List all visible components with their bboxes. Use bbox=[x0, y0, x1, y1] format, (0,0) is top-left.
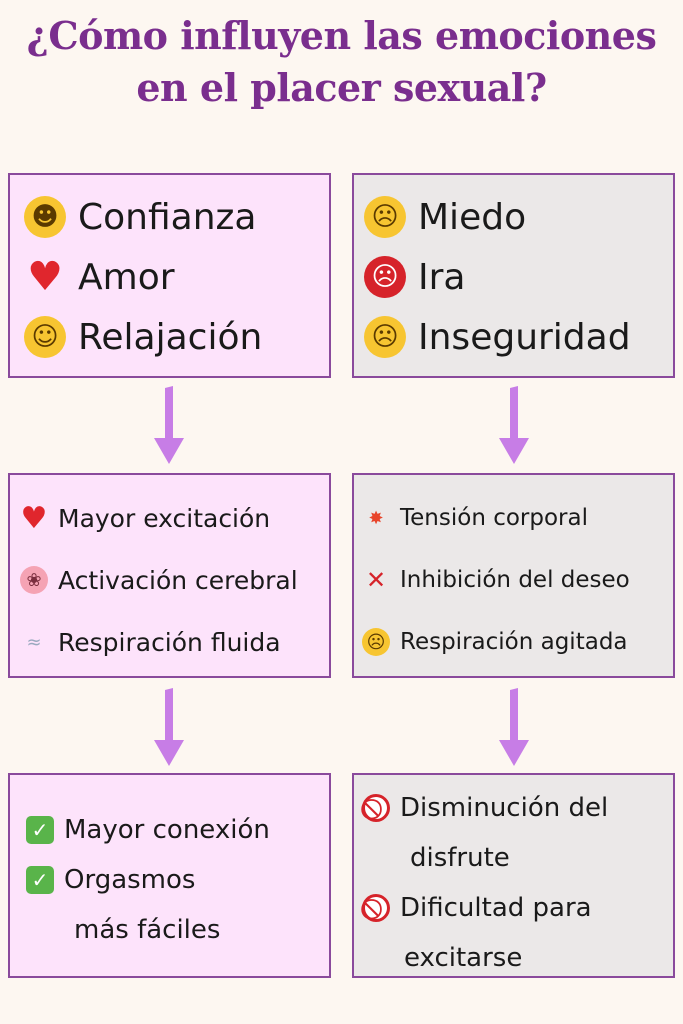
collision-icon: ✸ bbox=[368, 507, 384, 529]
red-heart-icon: ♥ bbox=[27, 254, 63, 300]
result-label-continued: excitarse bbox=[404, 943, 523, 973]
smiling-blushing-face-icon: ☺ bbox=[24, 316, 66, 358]
effect-label: Tensión corporal bbox=[400, 505, 588, 531]
heart-with-ribbon-icon: ♥ bbox=[20, 500, 48, 536]
check-mark-button-icon: ✓ bbox=[26, 866, 54, 894]
result-label: Mayor conexión bbox=[64, 815, 270, 845]
emotion-row-ira: ☹ Ira bbox=[364, 247, 673, 307]
result-label: Dificultad para bbox=[400, 893, 592, 923]
result-label: Orgasmos bbox=[64, 865, 196, 895]
emotion-label: Confianza bbox=[78, 196, 257, 238]
effect-label: Mayor excitación bbox=[58, 503, 271, 533]
result-label-continued: más fáciles bbox=[74, 915, 221, 945]
worried-face-icon: ☹ bbox=[364, 316, 406, 358]
emotion-row-relajacion: ☺ Relajación bbox=[24, 307, 329, 367]
emotion-label: Inseguridad bbox=[418, 316, 631, 358]
effect-row: ✸ Tensión corporal bbox=[362, 487, 673, 549]
title-line-1: ¿Cómo influyen las emociones bbox=[26, 13, 657, 58]
emotion-row-miedo: ☹ Miedo bbox=[364, 187, 673, 247]
title-line-2: en el placer sexual? bbox=[136, 65, 547, 110]
emotion-label: Ira bbox=[418, 256, 466, 298]
negative-emotions-box: ☹ Miedo ☹ Ira ☹ Inseguridad bbox=[352, 173, 675, 378]
prohibited-icon: ⃠ bbox=[362, 894, 390, 922]
down-arrow-icon bbox=[499, 688, 529, 766]
effect-label: Activación cerebral bbox=[58, 565, 298, 595]
effect-label: Inhibición del deseo bbox=[400, 567, 630, 593]
negative-results-box: ⃠ Disminución del disfrute ⃠ Dificultad … bbox=[352, 773, 675, 978]
result-row: ✓ Mayor conexión bbox=[26, 805, 329, 855]
positive-results-box: ✓ Mayor conexión ✓ Orgasmos más fáciles bbox=[8, 773, 331, 978]
result-label-continued: disfrute bbox=[410, 843, 510, 873]
check-mark-button-icon: ✓ bbox=[26, 816, 54, 844]
angry-face-icon: ☹ bbox=[364, 256, 406, 298]
positive-effects-box: ♥ Mayor excitación ❀ Activación cerebral… bbox=[8, 473, 331, 678]
negative-effects-box: ✸ Tensión corporal ✕ Inhibición del dese… bbox=[352, 473, 675, 678]
effect-label: Respiración agitada bbox=[400, 629, 628, 655]
cross-mark-icon: ✕ bbox=[365, 566, 387, 594]
brain-icon: ❀ bbox=[20, 566, 48, 594]
result-row: ⃠ Disminución del bbox=[362, 783, 673, 833]
effect-label: Respiración fluida bbox=[58, 627, 281, 657]
effect-row: ✕ Inhibición del deseo bbox=[362, 549, 673, 611]
effect-row: ❀ Activación cerebral bbox=[20, 549, 329, 611]
emotion-label: Relajación bbox=[78, 316, 263, 358]
emotion-label: Amor bbox=[78, 256, 175, 298]
effect-row: ≈ Respiración fluida bbox=[20, 611, 329, 673]
result-row: ⃠ Dificultad para bbox=[362, 883, 673, 933]
emotion-row-inseguridad: ☹ Inseguridad bbox=[364, 307, 673, 367]
wind-puff-icon: ≈ bbox=[26, 631, 42, 653]
down-arrow-icon bbox=[154, 688, 184, 766]
prohibited-icon: ⃠ bbox=[362, 794, 390, 822]
grinning-face-icon: ☻ bbox=[24, 196, 66, 238]
emotion-label: Miedo bbox=[418, 196, 527, 238]
emotion-row-amor: ♥ Amor bbox=[24, 247, 329, 307]
face-with-steam-icon: ☹ bbox=[362, 628, 390, 656]
emotion-row-confianza: ☻ Confianza bbox=[24, 187, 329, 247]
result-row: ✓ Orgasmos bbox=[26, 855, 329, 905]
page-title: ¿Cómo influyen las emociones en el place… bbox=[0, 10, 683, 114]
down-arrow-icon bbox=[499, 386, 529, 464]
anxious-face-with-sweat-icon: ☹ bbox=[364, 196, 406, 238]
effect-row: ♥ Mayor excitación bbox=[20, 487, 329, 549]
effect-row: ☹ Respiración agitada bbox=[362, 611, 673, 673]
result-label: Disminución del bbox=[400, 793, 609, 823]
down-arrow-icon bbox=[154, 386, 184, 464]
positive-emotions-box: ☻ Confianza ♥ Amor ☺ Relajación bbox=[8, 173, 331, 378]
